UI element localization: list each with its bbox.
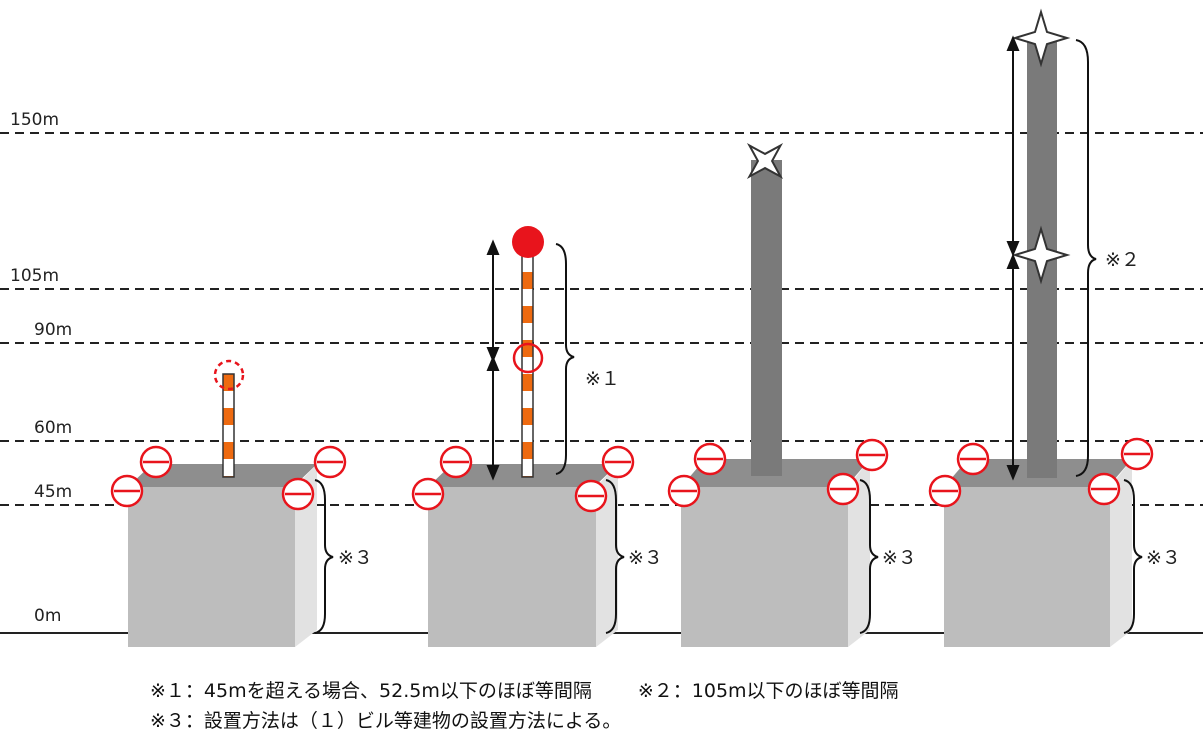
building-1-pole [222,373,235,478]
level-label-60m: 60m [34,418,72,438]
building-3-front [681,487,848,647]
building-1-corner-lights [110,445,347,511]
mid-light-icon [512,342,544,374]
brace-icon [1075,39,1097,477]
footnote-row-1: ※１：45mを超える場合、52.5m以下のほぼ等間隔 ※２：105m以下のほぼ等間… [150,676,1150,706]
corner-light-icon [928,474,962,508]
height-gridlines [0,132,1203,506]
brace-icon [859,479,879,634]
corner-light-icon [956,442,990,476]
corner-light-icon [139,445,173,479]
star-light-icon [1011,8,1071,68]
building-4-corner-lights [928,437,1154,508]
brace-icon [605,479,625,634]
corner-light-icon [1087,472,1121,506]
footnote-3: ※３：設置方法は（１）ビル等建物の設置方法による。 [150,710,622,732]
corner-light-icon [439,445,473,479]
spacing-arrows [1006,35,1020,481]
building-4: ※２ ※３ [928,8,1181,647]
building-1: ※３ [110,359,373,647]
corner-light-icon [601,445,635,479]
building-3-corner-lights [667,438,889,508]
corner-light-icon [574,479,608,513]
star-light-icon [746,142,784,180]
corner-light-icon [110,474,144,508]
building-1-front [128,487,295,647]
top-light-icon [512,226,544,258]
mark-3-building-2: ※３ [628,547,663,569]
footnote-1: ※１：45mを超える場合、52.5m以下のほぼ等間隔 [150,680,592,702]
brace-icon [555,243,575,475]
building-3: ※３ [667,142,917,647]
mark-3-building-4: ※３ [1146,547,1181,569]
building-3-side [848,459,870,647]
mark-3-building-3: ※３ [882,547,917,569]
level-label-150m: 150m [10,110,59,130]
corner-light-icon [855,438,889,472]
building-4-front [944,487,1110,647]
building-4-side [1110,459,1132,647]
corner-light-icon [411,477,445,511]
building-2-side [596,464,618,647]
footnotes: ※１：45mを超える場合、52.5m以下のほぼ等間隔 ※２：105m以下のほぼ等間… [150,676,1150,736]
level-label-105m: 105m [10,266,59,286]
mark-2: ※２ [1105,249,1140,271]
corner-light-icon [826,472,860,506]
brace-icon [1123,479,1143,634]
dashed-light-icon [213,359,245,391]
building-2: ※１ ※３ [411,226,663,647]
building-2-pole [521,255,534,478]
level-label-0m: 0m [34,606,61,626]
footnote-row-2: ※３：設置方法は（１）ビル等建物の設置方法による。 [150,706,1150,736]
star-light-icon [1011,225,1071,285]
corner-light-icon [667,474,701,508]
building-3-tower [751,160,782,476]
spacing-arrows [486,239,500,481]
corner-light-icon [693,442,727,476]
corner-light-icon [1120,437,1154,471]
building-2-corner-lights [411,445,635,513]
mark-3-building-1: ※３ [338,547,373,569]
mark-1: ※１ [585,368,620,390]
corner-light-icon [281,477,315,511]
level-label-45m: 45m [34,482,72,502]
level-label-90m: 90m [34,320,72,340]
footnote-2: ※２：105m以下のほぼ等間隔 [637,680,899,702]
corner-light-icon [313,445,347,479]
building-2-front [428,487,596,647]
brace-icon [314,479,334,634]
